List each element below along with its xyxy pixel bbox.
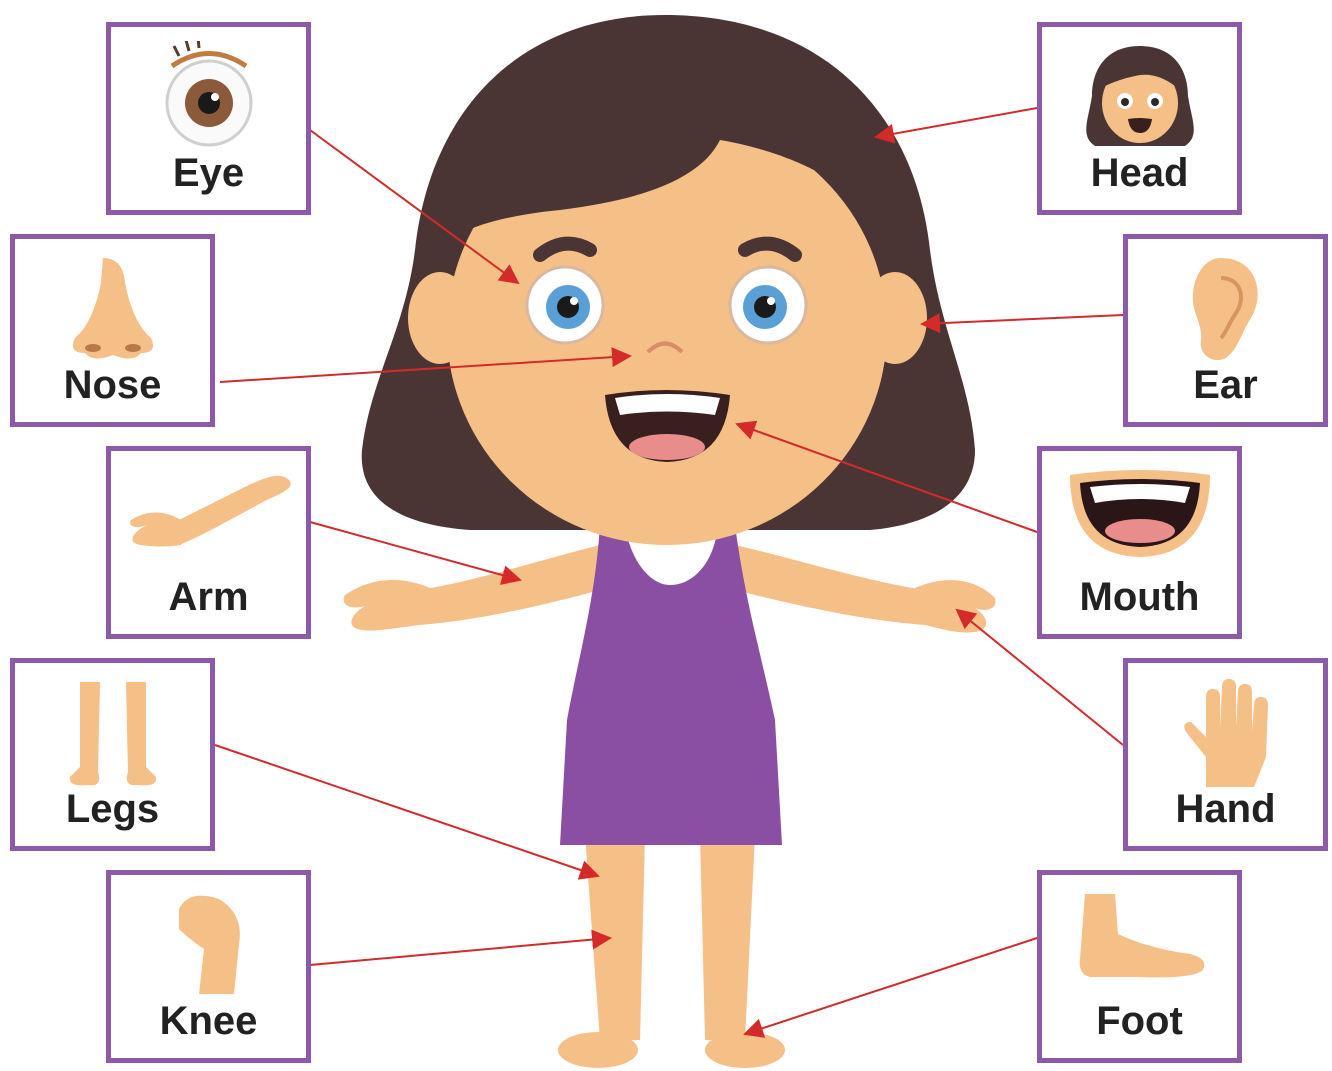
label-hand: Hand [1128, 787, 1323, 832]
ear-icon [1181, 253, 1271, 368]
label-nose: Nose [15, 363, 210, 408]
arrow-head [876, 108, 1037, 137]
label-head: Head [1042, 151, 1237, 196]
arrow-mouth [737, 424, 1037, 532]
knee-icon [159, 889, 259, 999]
legs-icon [58, 677, 168, 792]
label-foot: Foot [1042, 999, 1237, 1044]
arrow-knee [310, 938, 610, 965]
arrow-nose [220, 356, 630, 382]
card-ear: Ear [1123, 234, 1328, 427]
card-mouth: Mouth [1037, 446, 1242, 639]
arrow-arm [310, 522, 520, 580]
label-arm: Arm [111, 575, 306, 620]
arrow-legs [215, 745, 598, 876]
card-head: Head [1037, 22, 1242, 215]
card-legs: Legs [10, 658, 215, 851]
nose-icon [63, 253, 163, 363]
mouth-icon [1065, 465, 1215, 565]
head-icon [1080, 41, 1200, 156]
label-eye: Eye [111, 151, 306, 196]
card-nose: Nose [10, 234, 215, 427]
arrow-foot [745, 938, 1037, 1034]
hand-icon [1176, 677, 1276, 792]
label-legs: Legs [15, 787, 210, 832]
arrow-ear [922, 315, 1123, 324]
foot-icon [1070, 889, 1210, 989]
card-foot: Foot [1037, 870, 1242, 1063]
card-knee: Knee [106, 870, 311, 1063]
card-eye: Eye [106, 22, 311, 215]
label-knee: Knee [111, 999, 306, 1044]
card-arm: Arm [106, 446, 311, 639]
arm-icon [119, 465, 299, 565]
eye-icon [154, 41, 264, 151]
label-mouth: Mouth [1042, 575, 1237, 620]
arrow-eye [310, 130, 518, 283]
card-hand: Hand [1123, 658, 1328, 851]
label-ear: Ear [1128, 363, 1323, 408]
